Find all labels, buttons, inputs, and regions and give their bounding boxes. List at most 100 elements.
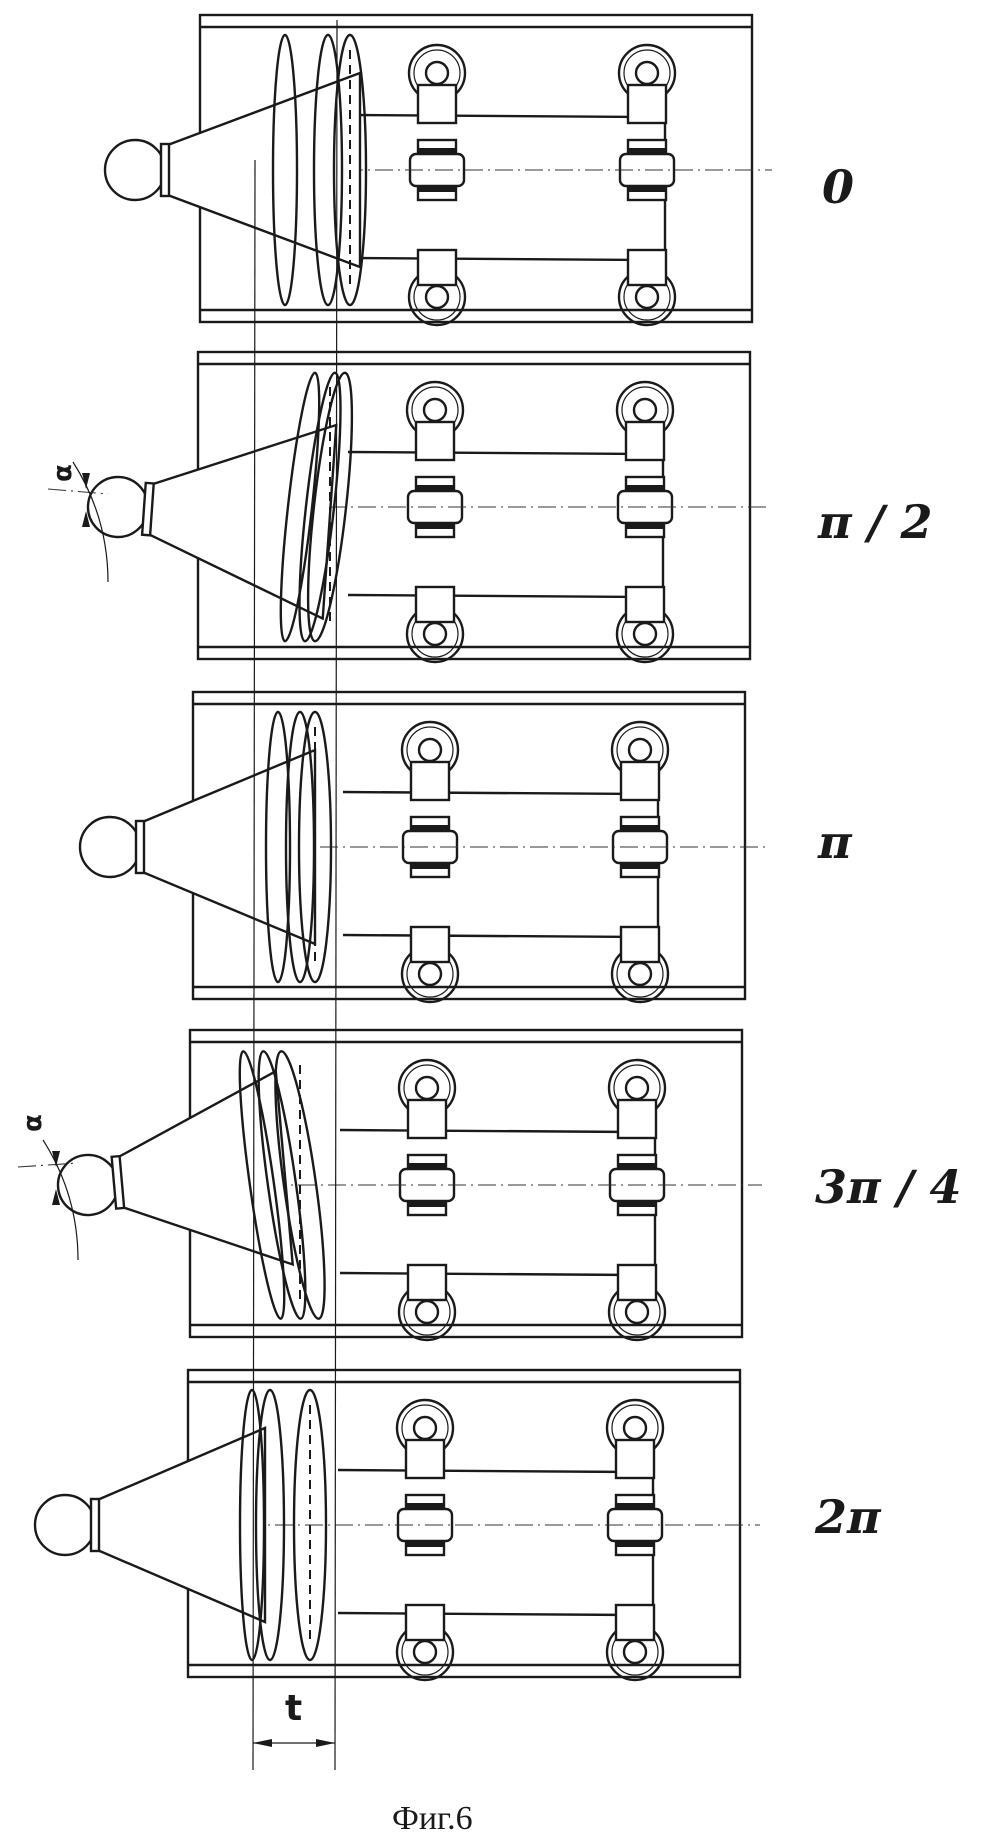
roller-bracket (616, 1263, 658, 1302)
roller-bracket (409, 925, 451, 964)
dimension-arrow-right (316, 1739, 335, 1747)
angle-arrow-bottom (82, 511, 90, 527)
roller-bracket (624, 585, 666, 624)
cone-neck (110, 1154, 126, 1210)
roller-axle-hole (417, 961, 443, 987)
roller-bracket (404, 1438, 446, 1480)
panel-1 (47, 350, 770, 664)
phase-label-3pi-4: 3π / 4 (815, 1160, 962, 1214)
roller-axle-hole (632, 621, 658, 647)
disk-2 (297, 710, 333, 984)
phase-label-pi: π (818, 815, 852, 869)
panel-4 (33, 1368, 760, 1682)
cone-body (114, 1069, 295, 1267)
roller-axle-hole (412, 1415, 438, 1441)
roller-axle-hole (414, 1075, 440, 1101)
roller-axle-hole (624, 1299, 650, 1325)
angle-label-alpha-2: α (17, 1114, 48, 1132)
disk-0 (271, 33, 299, 307)
angle-arc (72, 461, 109, 583)
angle-label-alpha-1: α (47, 464, 78, 482)
disk-2 (332, 33, 368, 307)
phase-label-0: 0 (822, 160, 855, 214)
roller-axle-hole (422, 621, 448, 647)
disk-0 (279, 371, 321, 643)
bushing-band (411, 825, 449, 831)
carriage-bar-top (337, 1468, 636, 1474)
cone-neck (134, 819, 146, 875)
roller-axle-hole (627, 737, 653, 763)
cone-body (163, 71, 362, 269)
roller-axle-hole (622, 1639, 648, 1665)
panel-2 (78, 690, 765, 1004)
roller-axle-hole (412, 1639, 438, 1665)
disk-1 (298, 371, 342, 643)
carriage-bar-top (342, 790, 641, 796)
roller-axle-hole (627, 961, 653, 987)
dimension-label-t: t (285, 1688, 303, 1729)
bushing-band (418, 148, 456, 154)
roller-bracket (404, 1603, 446, 1642)
roller-bracket (614, 1438, 656, 1480)
roller-bracket (414, 420, 456, 462)
guide-line-right (334, 19, 338, 1771)
angle-arrow-bottom (52, 1189, 60, 1205)
bushing-band (411, 863, 449, 869)
bushing-band (416, 485, 454, 491)
disk-1 (254, 1388, 286, 1662)
carriage-bar-top (349, 113, 648, 119)
bushing-band (418, 186, 456, 192)
phase-label-pi-2: π / 2 (818, 495, 933, 549)
roller-axle-hole (417, 737, 443, 763)
roller-bracket (406, 1098, 448, 1140)
bushing-band (616, 1503, 654, 1509)
dimension-arrow-left (253, 1739, 272, 1747)
cone-assembly (56, 1069, 295, 1267)
carriage-bar-bottom (347, 593, 646, 599)
roller-bracket (409, 760, 451, 802)
roller-axle-hole (634, 60, 660, 86)
bushing-band (406, 1503, 444, 1509)
carriage-bar-bottom (337, 1611, 636, 1617)
roller-axle-hole (634, 284, 660, 310)
roller-bracket (406, 1263, 448, 1302)
carriage-bar-bottom (342, 933, 641, 939)
roller-bracket (626, 248, 668, 287)
bushing-band (626, 485, 664, 491)
bushing-band (628, 186, 666, 192)
disk-0 (238, 1050, 286, 1320)
bushing-band (621, 863, 659, 869)
roller-bracket (624, 420, 666, 462)
roller-bracket (414, 585, 456, 624)
bushing-band (618, 1201, 656, 1207)
disk-1 (257, 1050, 307, 1320)
disk-2 (306, 371, 354, 643)
disk-1 (312, 33, 344, 307)
cone-assembly (33, 1426, 267, 1624)
roller-bracket (619, 925, 661, 964)
guide-line-left (252, 159, 256, 1771)
roller-axle-hole (622, 1415, 648, 1441)
bushing-band (621, 825, 659, 831)
roller-axle-hole (632, 397, 658, 423)
ball-joint (78, 815, 142, 879)
bushing-band (406, 1541, 444, 1547)
ball-joint (103, 138, 167, 202)
bushing-band (618, 1163, 656, 1169)
disk-2 (274, 1050, 326, 1320)
carriage-bar-bottom (349, 256, 648, 262)
cone-assembly (78, 748, 317, 946)
cone-neck (159, 142, 171, 198)
roller-axle-hole (424, 60, 450, 86)
carriage-bar-bottom (339, 1271, 638, 1277)
roller-axle-hole (424, 284, 450, 310)
angle-arc (42, 1139, 79, 1261)
cone-assembly (103, 71, 362, 269)
tilted-axis (47, 488, 109, 495)
cone-neck (140, 481, 156, 537)
roller-bracket (616, 1098, 658, 1140)
disk-0 (238, 1388, 266, 1662)
ball-joint (33, 1493, 97, 1557)
roller-axle-hole (414, 1299, 440, 1325)
